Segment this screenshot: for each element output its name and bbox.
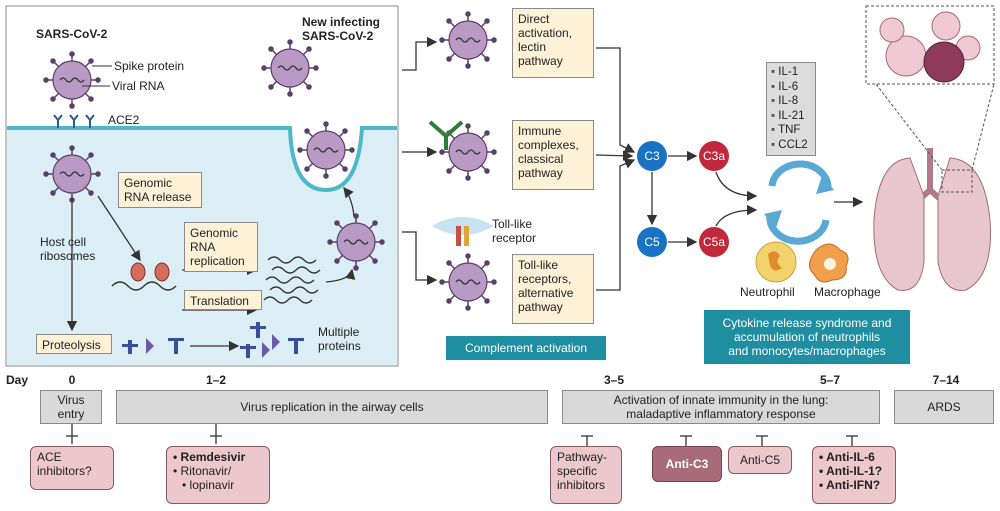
remdesivir-item: Remdesivir: [173, 450, 263, 464]
cytokine-list-box: IL-1 IL-6 IL-8 IL-21 TNF CCL2: [766, 62, 816, 156]
antiviral-drugs-box: Remdesivir Ritonavir/ lopinavir: [166, 446, 270, 504]
virion-in-cell: [43, 145, 101, 203]
virus-replication-phase: Virus replication in the airway cells: [116, 390, 548, 424]
svg-text:C5: C5: [644, 235, 660, 249]
virion-extracellular: [43, 51, 101, 109]
tlr-membrane: [432, 217, 494, 235]
svg-text:C3: C3: [644, 149, 660, 163]
spike-protein-label: Spike protein: [114, 59, 184, 73]
virion-alternative: [439, 253, 497, 311]
ace2-label: ACE2: [108, 113, 140, 127]
toll-like-receptor-icon: [456, 226, 469, 246]
lopinavir-item: lopinavir: [173, 478, 263, 492]
viral-rna-label: Viral RNA: [112, 79, 164, 93]
antibody-icon: [428, 120, 464, 150]
day-label: Day: [6, 373, 28, 387]
cytokine-item: IL-21: [771, 109, 811, 124]
svg-text:C3a: C3a: [703, 149, 725, 163]
rna-copies: [263, 256, 321, 304]
proteolysis-box: Proteolysis: [36, 334, 112, 354]
ards-phase: ARDS: [894, 390, 994, 424]
c5a-node: [699, 227, 729, 257]
anti-cytokine-box: Anti-IL-6 Anti-IL-1? Anti-IFN?: [812, 446, 896, 504]
rna-strand: [111, 281, 177, 291]
translation-box: Translation: [184, 290, 262, 310]
c3a-node: [699, 141, 729, 171]
complement-activation-box: Complement activation: [446, 336, 606, 360]
cytokine-item: CCL2: [771, 138, 811, 153]
cytokine-item: IL-6: [771, 80, 811, 95]
protein-glyphs: [122, 322, 304, 358]
amplification-cycle-icon: [766, 160, 832, 245]
anti-il6-item: Anti-IL-6: [819, 450, 889, 464]
neutrophil-label: Neutrophil: [740, 285, 795, 299]
day-5-7: 5–7: [820, 373, 840, 387]
virion-infecting: [261, 39, 319, 97]
svg-text:C5a: C5a: [703, 235, 725, 249]
virion-lectin: [439, 11, 497, 69]
anti-c3-box: Anti-C3: [652, 446, 722, 482]
ritonavir-item: Ritonavir/: [173, 464, 263, 478]
innate-immunity-phase: Activation of innate immunity in the lun…: [562, 390, 880, 424]
day-7-14: 7–14: [933, 373, 960, 387]
cell-membrane: [7, 126, 397, 193]
anti-ifn-item: Anti-IFN?: [819, 478, 889, 492]
virion-budding: [297, 121, 355, 179]
day-0: 0: [69, 373, 76, 387]
day-3-5: 3–5: [604, 373, 624, 387]
virus-title: SARS-CoV-2: [36, 27, 108, 41]
ribosome: [154, 262, 170, 282]
macrophage-icon: [809, 243, 849, 283]
cytokine-item: IL-1: [771, 65, 811, 80]
virion-assembled: [327, 213, 385, 271]
ribosome: [130, 262, 146, 282]
c5-node: [637, 227, 667, 257]
lungs-icon: [865, 5, 995, 291]
c3-node: [637, 141, 667, 171]
day-1-2: 1–2: [206, 373, 226, 387]
anti-c5-box: Anti-C5: [728, 446, 792, 474]
cytokine-item: IL-8: [771, 94, 811, 109]
cytokine-item: TNF: [771, 123, 811, 138]
macrophage-label: Macrophage: [814, 285, 881, 299]
neutrophil-icon: [755, 241, 797, 283]
anti-il1-item: Anti-IL-1?: [819, 464, 889, 478]
